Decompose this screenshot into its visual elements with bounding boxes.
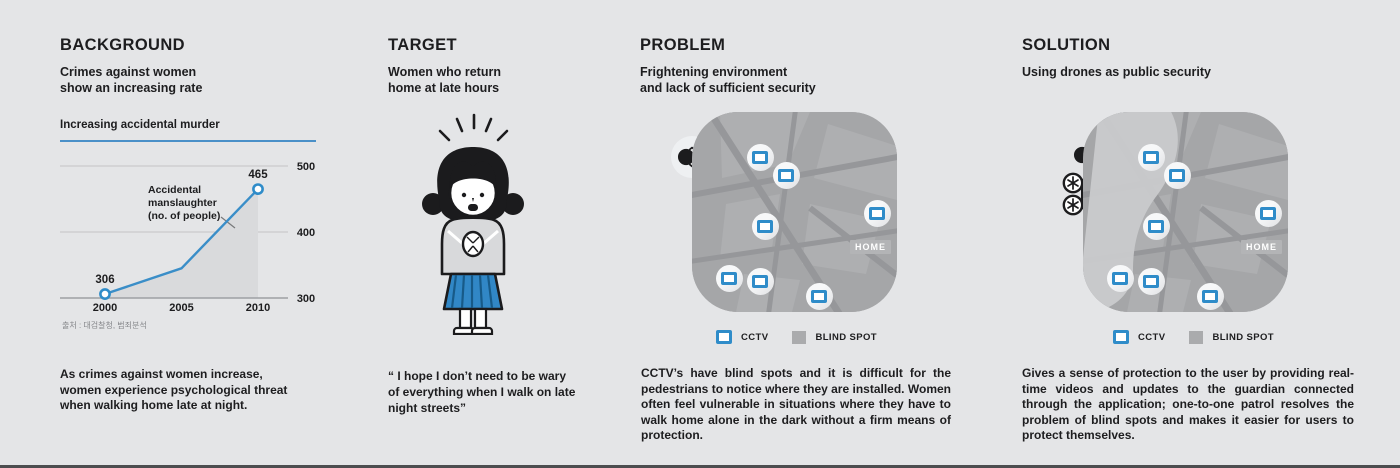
cctv-icon bbox=[757, 219, 773, 233]
svg-text:Accidental: Accidental bbox=[148, 184, 201, 196]
cctv-icon bbox=[1143, 274, 1159, 288]
svg-text:465: 465 bbox=[248, 169, 268, 181]
svg-text:(no. of people): (no. of people) bbox=[148, 210, 220, 222]
svg-text:500: 500 bbox=[297, 161, 315, 173]
svg-text:2010: 2010 bbox=[246, 302, 270, 314]
blind-spot-icon bbox=[792, 330, 807, 344]
cctv-coverage-circle bbox=[1196, 282, 1224, 310]
cctv-icon bbox=[1112, 271, 1128, 285]
blind-spot-icon bbox=[1189, 330, 1204, 344]
chart-title-underline bbox=[60, 140, 316, 142]
cctv-icon bbox=[752, 274, 768, 288]
map-legend-solution: CCTV BLIND SPOT bbox=[1113, 330, 1274, 344]
section-title-background: BACKGROUND bbox=[60, 36, 185, 54]
cctv-coverage-circle bbox=[746, 143, 774, 171]
cctv-icon bbox=[869, 206, 885, 220]
cctv-icon bbox=[1113, 330, 1129, 344]
cctv-coverage-circle bbox=[805, 282, 833, 310]
cctv-icon bbox=[721, 271, 737, 285]
cctv-layer bbox=[1083, 112, 1288, 312]
cctv-icon bbox=[752, 150, 768, 164]
map-legend-problem: CCTV BLIND SPOT bbox=[716, 330, 877, 344]
section-title-problem: PROBLEM bbox=[640, 36, 726, 54]
solution-description: Gives a sense of protection to the user … bbox=[1022, 366, 1354, 443]
cctv-icon bbox=[1202, 289, 1218, 303]
legend-item-blind-spot: BLIND SPOT bbox=[792, 330, 877, 344]
cctv-coverage-circle bbox=[1254, 199, 1282, 227]
section-subtitle-background: Crimes against women show an increasing … bbox=[60, 65, 203, 96]
section-title-solution: SOLUTION bbox=[1022, 36, 1111, 54]
cctv-coverage-circle bbox=[1137, 143, 1165, 171]
svg-text:400: 400 bbox=[297, 227, 315, 239]
cctv-icon bbox=[1169, 168, 1185, 182]
problem-description: CCTV’s have blind spots and it is diffic… bbox=[641, 366, 951, 443]
bottom-divider-bar bbox=[0, 465, 1400, 468]
cctv-coverage-circle bbox=[1137, 267, 1165, 295]
cctv-icon bbox=[1260, 206, 1276, 220]
chart-title: Increasing accidental murder bbox=[60, 119, 220, 131]
alarm-lines-icon bbox=[438, 113, 509, 142]
svg-text:306: 306 bbox=[95, 274, 114, 286]
cctv-coverage-circle bbox=[1163, 161, 1191, 189]
cctv-coverage-circle bbox=[746, 267, 774, 295]
svg-text:2005: 2005 bbox=[169, 302, 193, 314]
worried-girl-illustration bbox=[422, 113, 524, 335]
section-subtitle-target: Women who return home at late hours bbox=[388, 65, 501, 96]
city-map-solution: HOME bbox=[1083, 112, 1288, 312]
svg-text:2000: 2000 bbox=[93, 302, 117, 314]
section-title-target: TARGET bbox=[388, 36, 458, 54]
cctv-layer bbox=[692, 112, 897, 312]
cctv-coverage-circle bbox=[1142, 212, 1170, 240]
cctv-coverage-circle bbox=[863, 199, 891, 227]
svg-text:manslaughter: manslaughter bbox=[148, 197, 217, 209]
background-description: As crimes against women increase, women … bbox=[60, 367, 288, 413]
legend-item-blind-spot: BLIND SPOT bbox=[1189, 330, 1274, 344]
cctv-icon bbox=[1143, 150, 1159, 164]
cctv-coverage-circle bbox=[1106, 264, 1134, 292]
home-badge: HOME bbox=[1241, 240, 1282, 254]
cctv-coverage-circle bbox=[772, 161, 800, 189]
cctv-icon bbox=[1148, 219, 1164, 233]
legend-item-cctv: CCTV bbox=[1113, 330, 1165, 344]
cctv-coverage-circle bbox=[751, 212, 779, 240]
cctv-coverage-circle bbox=[715, 264, 743, 292]
chart-source: 출처 : 대검찰청, 범죄분석 bbox=[62, 321, 147, 330]
city-map-problem: HOME bbox=[692, 112, 897, 312]
cctv-icon bbox=[716, 330, 732, 344]
section-subtitle-solution: Using drones as public security bbox=[1022, 65, 1211, 79]
legend-item-cctv: CCTV bbox=[716, 330, 768, 344]
home-badge: HOME bbox=[850, 240, 891, 254]
target-quote: “ I hope I don’t need to be wary of ever… bbox=[388, 369, 576, 416]
svg-text:300: 300 bbox=[297, 293, 315, 305]
cctv-icon bbox=[811, 289, 827, 303]
section-subtitle-problem: Frightening environment and lack of suff… bbox=[640, 65, 816, 96]
cctv-icon bbox=[778, 168, 794, 182]
